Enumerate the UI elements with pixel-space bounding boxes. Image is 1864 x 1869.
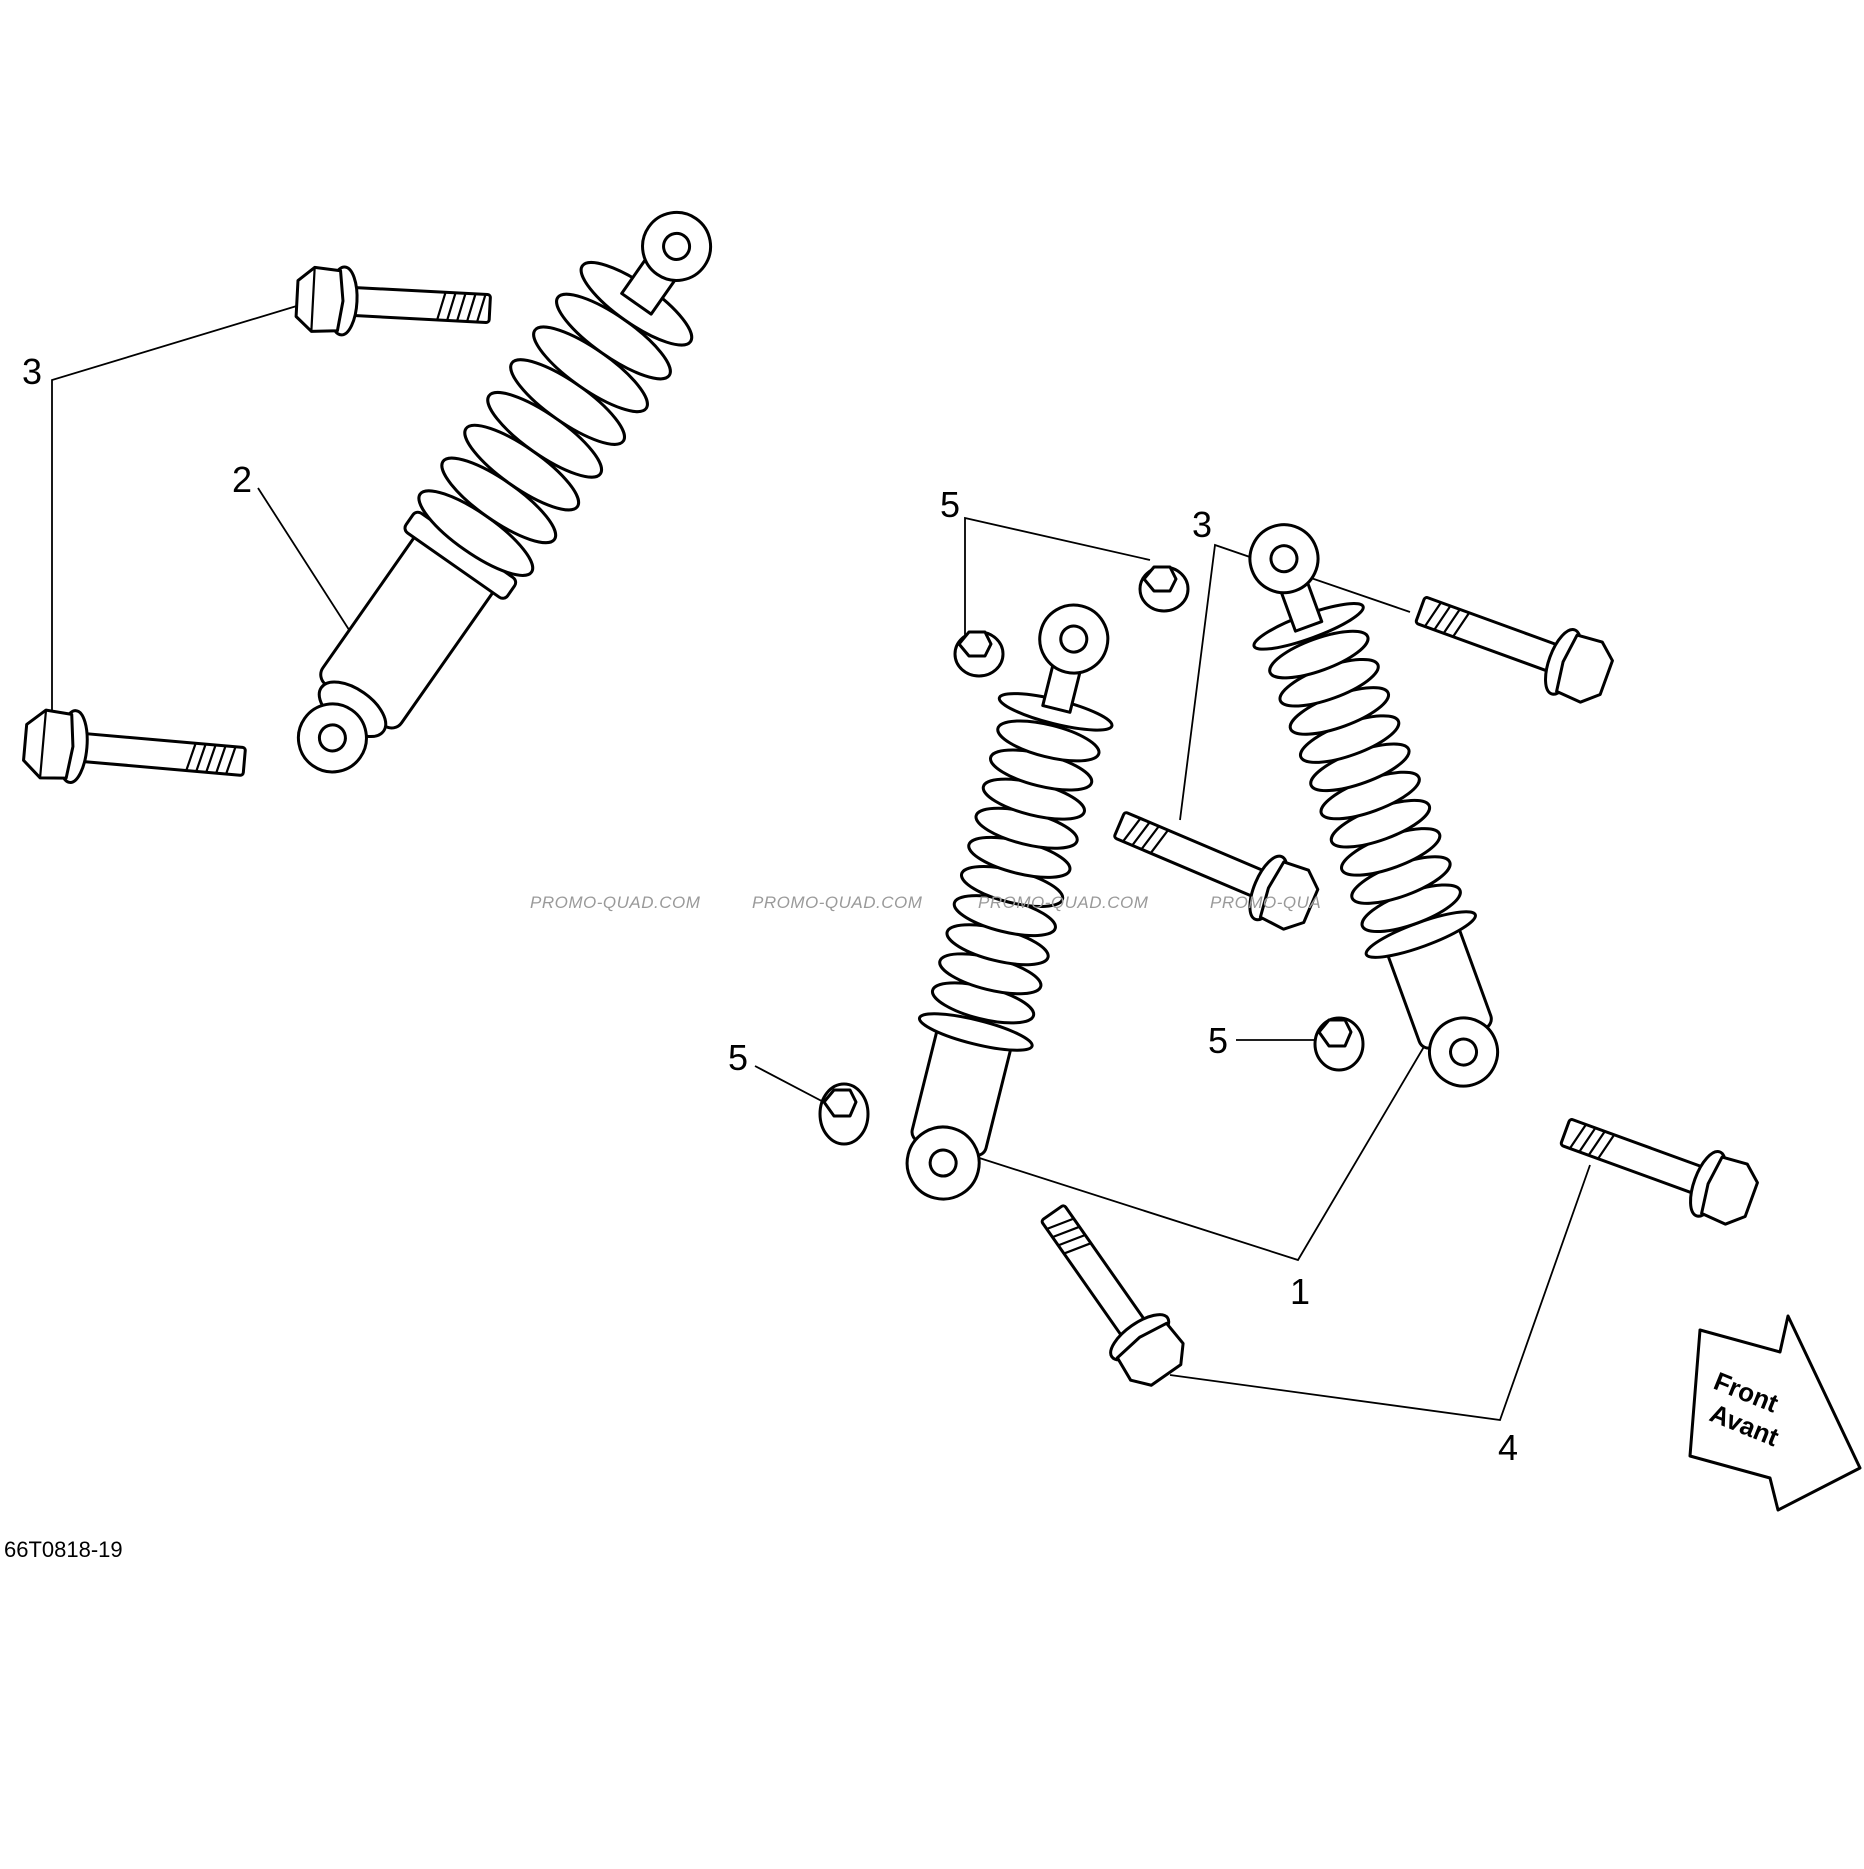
- callout-1: 1: [1290, 1271, 1310, 1312]
- callout-5-top: 5: [940, 484, 960, 525]
- flanged-nut-upper-2: [953, 630, 1005, 678]
- bolt-lower-center: [1040, 1204, 1185, 1387]
- bolt-middle: [1113, 811, 1320, 931]
- watermark-1: PROMO-QUAD.COM: [530, 893, 701, 912]
- flanged-nut-lower-left: [818, 1082, 870, 1146]
- figure-reference: 66T0818-19: [4, 1537, 123, 1562]
- callout-3-right: 3: [1192, 504, 1212, 545]
- bolt-left-top: [294, 265, 492, 337]
- watermark-2: PROMO-QUAD.COM: [752, 893, 923, 912]
- front-direction-arrow: Front Avant: [1688, 1314, 1862, 1512]
- callout-4: 4: [1498, 1427, 1518, 1468]
- watermark-4: PROMO-QUA: [1210, 893, 1321, 912]
- callout-2: 2: [232, 459, 252, 500]
- callout-5-left: 5: [728, 1037, 748, 1078]
- shock-absorber-front-right: [1248, 523, 1500, 1088]
- flanged-nut-upper-1: [1138, 565, 1190, 613]
- bolt-right-upper: [1414, 596, 1614, 704]
- flanged-nut-lower-right: [1313, 1016, 1365, 1072]
- callout-5-right: 5: [1208, 1020, 1228, 1061]
- bolt-left-bottom: [22, 708, 247, 784]
- bolt-lower-right: [1559, 1118, 1759, 1226]
- shock-absorber-front-left: [905, 603, 1114, 1201]
- shock-absorber-rear: [296, 210, 713, 774]
- callout-3-left: 3: [22, 351, 42, 392]
- watermark-3: PROMO-QUAD.COM: [978, 893, 1149, 912]
